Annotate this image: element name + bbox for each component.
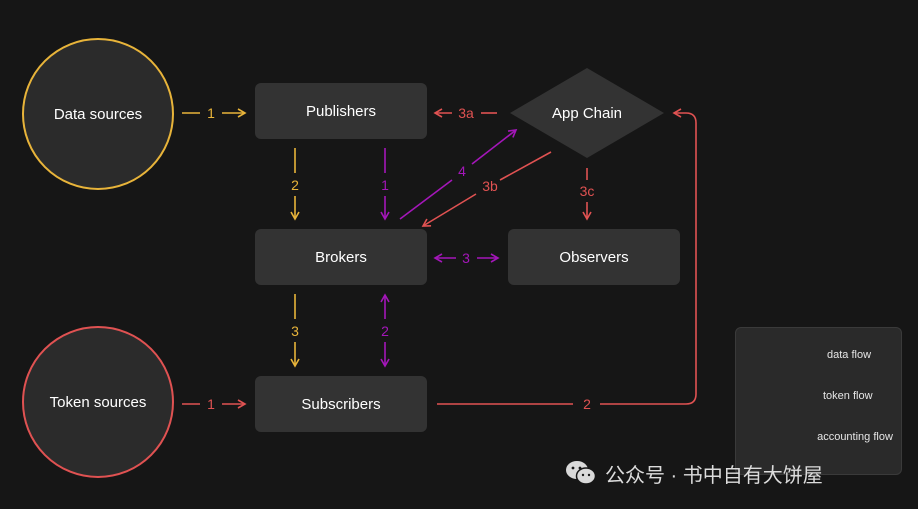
edge-label-appchain-observers-token: 3c [579,183,595,199]
edge-label-brokers-observers-accounting: 3 [462,250,470,266]
legend-token-flow-label: token flow [823,390,873,402]
token-sources-label: Token sources [49,393,147,411]
observers-node: Observers [508,229,680,285]
observers-label: Observers [559,248,629,266]
edge-label-data-publishers: 1 [207,105,215,121]
edge-appchain-brokers-token [421,151,552,227]
brokers-label: Brokers [315,248,367,266]
watermark: 公众号 · 书中自有大饼屋 [565,455,823,491]
edge-brokers-appchain-accounting [399,129,518,220]
publishers-label: Publishers [305,102,377,120]
token-sources-node: Token sources [22,326,174,478]
subscribers-node: Subscribers [255,376,427,432]
edge-subscribers-appchain-token [437,108,697,405]
edge-label-subscribers-appchain-token: 2 [583,396,591,412]
edge-label-appchain-brokers-token: 3b [482,178,498,194]
subscribers-label: Subscribers [301,395,381,413]
data-sources-node: Data sources [22,38,174,190]
edge-label-subscribers-brokers-accounting: 2 [381,323,389,339]
legend [735,327,902,475]
edge-label-publishers-brokers-data: 2 [291,177,299,193]
wechat-icon [566,461,597,485]
legend-data-flow-label: data flow [827,349,872,361]
edge-label-appchain-publishers-token: 3a [458,105,474,121]
app-chain-label: App Chain [551,104,623,122]
edge-label-brokers-subscribers-data: 3 [291,323,299,339]
edge-label-tokens-subscribers: 1 [207,396,215,412]
legend-accounting-flow-label: accounting flow [817,431,893,443]
edge-label-brokers-appchain-accounting: 4 [458,163,466,179]
app-chain-node: App Chain [510,98,664,128]
brokers-node: Brokers [255,229,427,285]
edge-label-publishers-brokers-accounting: 1 [381,177,389,193]
app-chain-shape [510,68,664,158]
data-sources-label: Data sources [53,105,143,123]
publishers-node: Publishers [255,83,427,139]
watermark-text: 公众号 · 书中自有大饼屋 [605,464,823,487]
